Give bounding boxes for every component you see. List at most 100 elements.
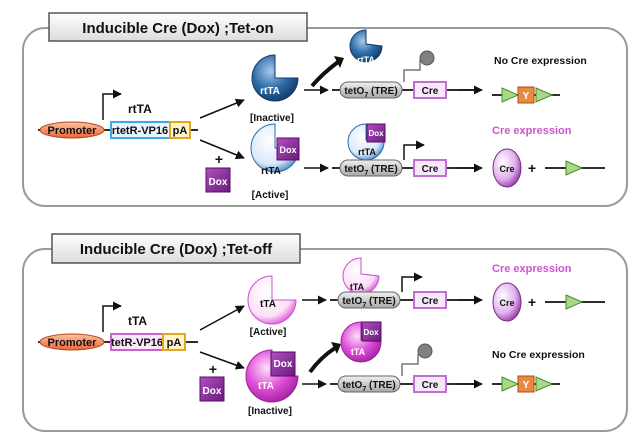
dox-bound (270, 351, 296, 377)
transgene-name: rtTA (128, 102, 152, 116)
tet-off-panel: Inducible Cre (Dox) ;Tet-off Promoter tT… (22, 233, 628, 432)
release-arrow (310, 60, 340, 88)
rtta-free (349, 29, 383, 63)
cre-box-bottom-label: Cre (422, 164, 439, 175)
plus-recombined: + (528, 160, 536, 176)
loxp-right (535, 376, 554, 392)
dox-bound-operator-label: Dox (368, 129, 384, 138)
plus-recombined: + (528, 294, 536, 310)
dox-label: Dox (209, 177, 228, 188)
plus-sign: + (215, 151, 223, 167)
promoter-label: Promoter (48, 337, 98, 349)
cre-box-bottom-label: Cre (422, 380, 439, 391)
release-arrow (308, 346, 337, 374)
release-arrowhead (334, 56, 344, 68)
pa-box (169, 121, 191, 139)
promoter-element (39, 333, 105, 351)
active-tss-arrow (401, 272, 423, 292)
rtta-free-label: rtTA (357, 55, 375, 65)
cre-box-top-label: Cre (422, 86, 439, 97)
cre-box-bottom (413, 375, 447, 393)
loxp-left (501, 87, 520, 103)
tss-arrow (102, 89, 122, 120)
dox-bound-label: Dox (274, 359, 293, 370)
blocked-promoter-cap (417, 343, 433, 359)
tss-arrow (102, 301, 122, 332)
panel-title: Inducible Cre (Dox) ;Tet-off (80, 241, 273, 258)
dox-free-label: Dox (363, 328, 379, 337)
operator-bottom (337, 375, 401, 393)
cre-box-top (413, 291, 447, 309)
y-marker (517, 86, 535, 104)
panel-frame (22, 27, 628, 207)
outcome-bottom: Cre expression (492, 125, 572, 137)
tta-inactive (245, 349, 299, 403)
dox-molecule (205, 167, 231, 193)
cre-protein-label: Cre (499, 164, 514, 174)
panel-title: Inducible Cre (Dox) ;Tet-on (82, 20, 273, 37)
rtta-bound (347, 123, 385, 161)
transgene-label: tetR-VP16 (111, 337, 163, 349)
dox-bound-operator (366, 123, 386, 143)
operator-bottom-label: tetO7 (TRE) (344, 164, 397, 177)
tta-active-label: tTA (260, 299, 276, 310)
loxp-right (535, 87, 554, 103)
operator-bottom-label: tetO7 (TRE) (342, 380, 395, 393)
cre-box-bottom (413, 159, 447, 177)
arrow-to-inactive (199, 98, 245, 119)
panel-title-box (51, 233, 301, 264)
loxp-left (501, 376, 520, 392)
release-arrowhead (331, 342, 341, 354)
loxp-recombined (565, 294, 584, 310)
blocked-promoter (401, 354, 419, 376)
tta-bound-label: tTA (350, 282, 365, 292)
y-marker-label: Y (523, 380, 530, 391)
operator-top (337, 291, 401, 309)
arrow-to-active (199, 139, 245, 160)
rtta-bound-label: rtTA (358, 147, 376, 157)
promoter-label: Promoter (48, 125, 98, 137)
tta-active (247, 275, 297, 325)
promoter-element (39, 121, 105, 139)
outcome-top: Cre expression (492, 263, 572, 275)
pa-box (162, 333, 186, 351)
tta-bound (342, 257, 380, 295)
blocked-promoter-cap (419, 50, 435, 66)
arrow-to-active (199, 305, 245, 331)
blocked-promoter (403, 60, 421, 82)
active-label: [Active] (250, 327, 287, 338)
outcome-top: No Cre expression (494, 55, 587, 67)
inactive-label: [Inactive] (250, 113, 294, 124)
loxp-recombined (565, 160, 584, 176)
transgene-label: rtetR-VP16 (112, 125, 168, 137)
operator-bottom (339, 159, 403, 177)
pa-label: pA (173, 125, 188, 137)
y-marker-label: Y (523, 91, 530, 102)
tta-free (340, 321, 382, 363)
cre-box-top-label: Cre (422, 296, 439, 307)
cre-protein (492, 148, 522, 188)
dox-molecule (199, 376, 225, 402)
rtta-inactive (251, 54, 299, 102)
active-label: [Active] (252, 190, 289, 201)
transgene-name: tTA (128, 314, 147, 328)
panel-title-box (48, 12, 308, 42)
rtta-inactive-label: rtTA (260, 86, 280, 97)
dox-bound-label: Dox (279, 145, 296, 155)
operator-top (339, 81, 403, 99)
tta-inactive-label: tTA (258, 381, 274, 392)
cre-box-top (413, 81, 447, 99)
cre-protein (492, 282, 522, 322)
dox-bound (276, 137, 300, 161)
active-tss-arrow (403, 140, 425, 160)
operator-top-label: tetO7 (TRE) (342, 296, 395, 309)
pa-label: pA (167, 337, 182, 349)
tta-free-label: tTA (351, 347, 366, 357)
dox-label: Dox (203, 386, 222, 397)
arrow-to-inactive (199, 351, 245, 370)
inactive-label: [Inactive] (248, 406, 292, 417)
dox-free (361, 321, 382, 342)
cre-protein-label: Cre (499, 298, 514, 308)
plus-sign: + (209, 361, 217, 377)
